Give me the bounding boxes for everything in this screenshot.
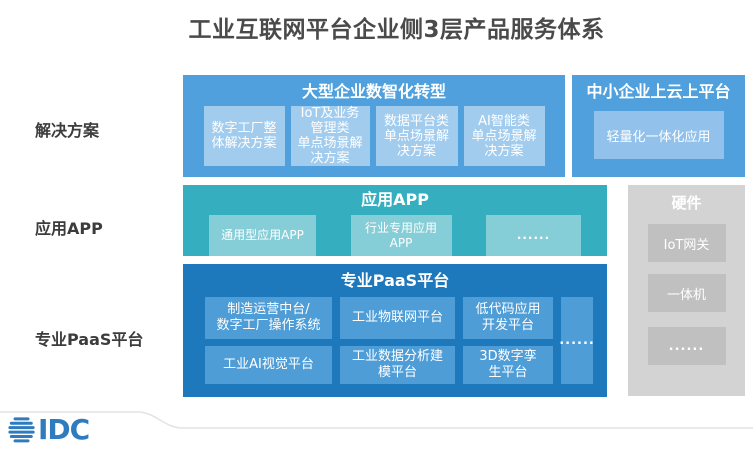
layer-label-solutions: 解决方案 bbox=[35, 121, 100, 140]
service-item: 低代码应用 开发平台 bbox=[463, 297, 553, 339]
idc-logo: IDC bbox=[7, 413, 90, 446]
idc-globe-icon bbox=[8, 417, 35, 443]
page-title: 工业互联网平台企业侧3层产品服务体系 bbox=[188, 17, 605, 43]
block-sme-cloud-title: 中小企业上云上平台 bbox=[586, 82, 731, 101]
service-item: 行业专用应用 APP bbox=[350, 215, 452, 256]
idc-logo-text: IDC bbox=[38, 413, 90, 446]
block-paas-platform: 专业PaaS平台 制造运营中台/ 数字工厂操作系统 工业物联网平台 低代码应用 … bbox=[183, 264, 607, 397]
service-item: 轻量化一体化应用 bbox=[593, 111, 724, 159]
service-item: 数据平台类 单点场景解 决方案 bbox=[375, 106, 458, 166]
footer-divider-line bbox=[0, 411, 753, 429]
service-item: 工业物联网平台 bbox=[340, 297, 455, 339]
service-item: 工业数据分析建 模平台 bbox=[340, 346, 455, 384]
block-hardware-title: 硬件 bbox=[671, 194, 702, 212]
block-paas-platform-title: 专业PaaS平台 bbox=[340, 271, 450, 290]
layer-label-paas: 专业PaaS平台 bbox=[35, 330, 144, 349]
layer-label-app: 应用APP bbox=[35, 219, 103, 238]
service-item: 工业AI视觉平台 bbox=[205, 346, 332, 384]
service-item: IoT及业务 管理类 单点场景解 决方案 bbox=[290, 106, 370, 166]
service-item: 数字工厂整 体解决方案 bbox=[203, 106, 285, 166]
block-application-app-title: 应用APP bbox=[361, 190, 429, 209]
block-hardware: 硬件 IoT网关 一体机 ...... bbox=[628, 185, 745, 396]
hardware-item: 一体机 bbox=[647, 274, 726, 312]
block-large-enterprise-title: 大型企业数智化转型 bbox=[301, 82, 446, 101]
paas-items-grid: 制造运营中台/ 数字工厂操作系统 工业物联网平台 低代码应用 开发平台 ....… bbox=[205, 297, 594, 384]
application-app-items: 通用型应用APP 行业专用应用 APP ...... bbox=[183, 215, 607, 256]
block-large-enterprise: 大型企业数智化转型 数字工厂整 体解决方案 IoT及业务 管理类 单点场景解 决… bbox=[183, 75, 565, 177]
block-application-app: 应用APP 通用型应用APP 行业专用应用 APP ...... bbox=[183, 185, 607, 256]
large-enterprise-items: 数字工厂整 体解决方案 IoT及业务 管理类 单点场景解 决方案 数据平台类 单… bbox=[183, 106, 565, 166]
more-items-ellipsis: ...... bbox=[647, 327, 726, 365]
hardware-item: IoT网关 bbox=[647, 224, 726, 262]
service-item: 通用型应用APP bbox=[209, 215, 316, 256]
block-sme-cloud: 中小企业上云上平台 轻量化一体化应用 bbox=[572, 75, 745, 177]
service-item: 制造运营中台/ 数字工厂操作系统 bbox=[205, 297, 332, 339]
more-items-ellipsis: ...... bbox=[559, 297, 594, 384]
service-item: 3D数字孪 生平台 bbox=[463, 346, 553, 384]
service-item: AI智能类 单点场景解 决方案 bbox=[463, 106, 545, 166]
more-items-ellipsis: ...... bbox=[486, 215, 581, 256]
